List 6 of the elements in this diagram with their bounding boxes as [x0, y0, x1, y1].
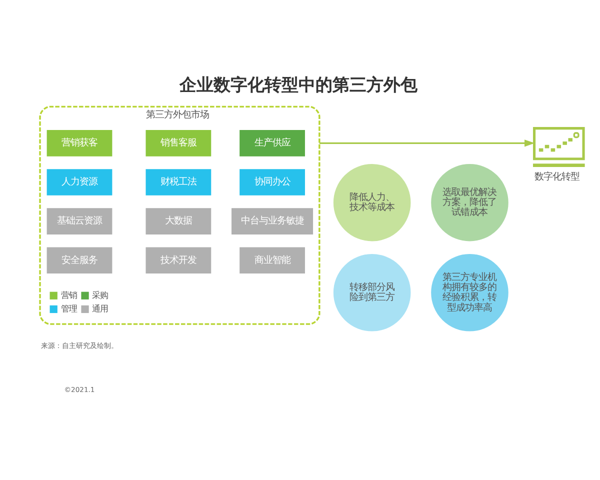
legend-label: 通用 — [92, 304, 108, 314]
diagram-title: 企业数字化转型中的第三方外包 — [179, 76, 418, 96]
legend-label: 营销 — [60, 290, 77, 301]
legend-label: 采购 — [92, 290, 108, 301]
legend-label: 管理 — [60, 304, 77, 314]
node-label: 数字化转型 — [534, 172, 580, 183]
